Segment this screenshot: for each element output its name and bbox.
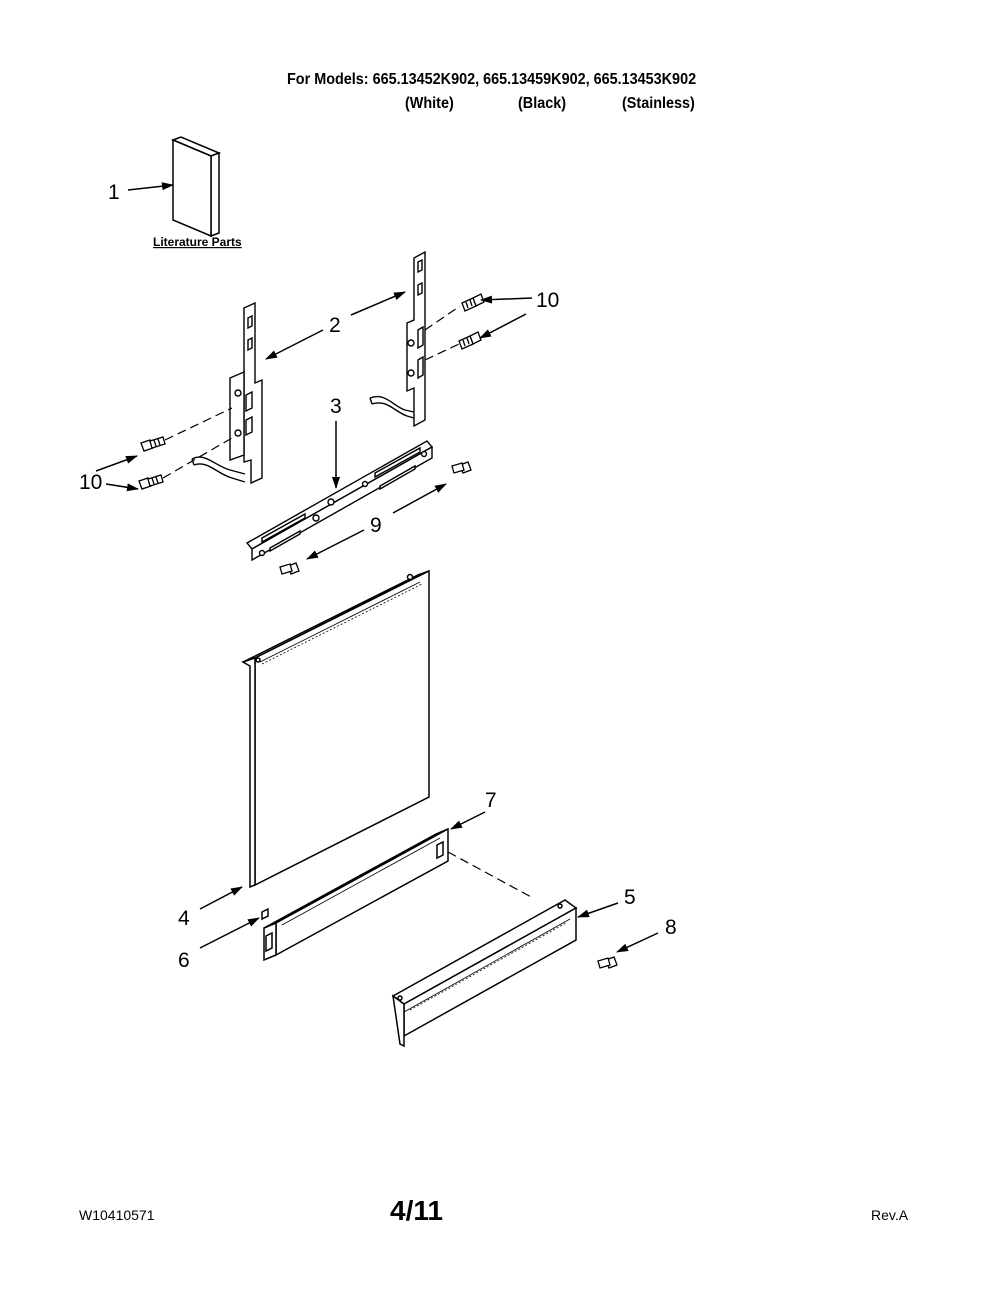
outer-door-panel bbox=[241, 569, 430, 889]
trim-strip bbox=[261, 827, 449, 962]
callout-3: 3 bbox=[330, 395, 342, 418]
callout-6: 6 bbox=[178, 949, 190, 972]
screws bbox=[138, 293, 618, 969]
models-title: For Models: 665.13452K902, 665.13459K902… bbox=[287, 71, 697, 88]
assembly-lines bbox=[162, 305, 534, 899]
screw-right-upper bbox=[461, 293, 485, 312]
hinge-bracket-left bbox=[191, 301, 263, 485]
leader-arrows bbox=[95, 182, 659, 953]
literature-parts-label: Literature Parts bbox=[153, 235, 242, 249]
callout-numbers: 1 2 3 10 10 9 7 4 5 8 6 bbox=[79, 181, 677, 972]
literature-booklet bbox=[170, 136, 222, 238]
callout-2: 2 bbox=[329, 314, 341, 337]
variant-stainless: (Stainless) bbox=[622, 95, 695, 112]
screw-toe-panel bbox=[597, 956, 618, 969]
screw-rail-left bbox=[279, 562, 300, 575]
variant-black: (Black) bbox=[518, 95, 567, 112]
callout-10-left: 10 bbox=[79, 471, 102, 494]
callout-8: 8 bbox=[665, 916, 677, 939]
screw-left-lower bbox=[138, 474, 164, 490]
callout-9: 9 bbox=[370, 514, 382, 537]
callout-1: 1 bbox=[108, 181, 120, 204]
variant-white: (White) bbox=[405, 95, 454, 112]
callout-10-right: 10 bbox=[536, 289, 559, 312]
callout-7: 7 bbox=[485, 789, 497, 812]
screw-left-upper bbox=[140, 436, 166, 452]
page-number: 4/11 bbox=[390, 1195, 443, 1226]
revision-label: Rev.A bbox=[871, 1207, 909, 1223]
document-number: W10410571 bbox=[79, 1207, 155, 1223]
hinge-support-rail bbox=[245, 440, 434, 562]
callout-5: 5 bbox=[624, 886, 636, 909]
hinge-bracket-right bbox=[369, 250, 426, 428]
screw-right-lower bbox=[458, 331, 482, 350]
screw-rail-right bbox=[451, 461, 472, 474]
toe-panel bbox=[391, 899, 578, 1048]
callout-4: 4 bbox=[178, 907, 190, 930]
